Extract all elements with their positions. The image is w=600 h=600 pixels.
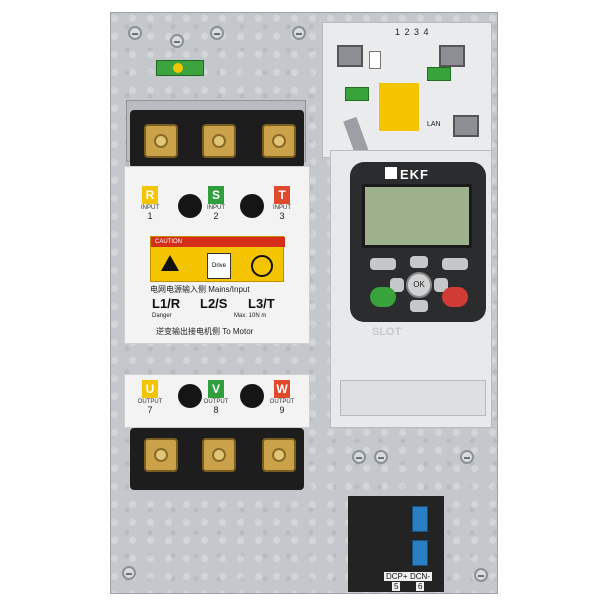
drive-box-label: Drive bbox=[207, 253, 231, 279]
motor-icon bbox=[251, 255, 273, 277]
dcp-number: 5 bbox=[392, 582, 401, 591]
lan-label: LAN bbox=[427, 121, 441, 128]
output-lug-v bbox=[202, 438, 236, 472]
cable-hole bbox=[240, 384, 264, 408]
caution-header: CAUTION bbox=[151, 237, 285, 247]
green-terminal[interactable] bbox=[427, 67, 451, 81]
output-lug-u bbox=[144, 438, 178, 472]
output-label: OUTPUT bbox=[203, 399, 229, 405]
green-terminal[interactable] bbox=[345, 87, 369, 101]
dc-minus-terminal[interactable] bbox=[412, 540, 428, 566]
warning-triangle-icon bbox=[161, 255, 179, 271]
mains-l3: L3/T bbox=[248, 296, 275, 311]
ground-icon bbox=[173, 63, 183, 73]
input-number: 1 bbox=[147, 211, 153, 221]
up-arrow-key[interactable] bbox=[410, 256, 428, 268]
mount-screw bbox=[460, 450, 474, 464]
control-board: 1 2 3 4 LAN bbox=[322, 22, 492, 158]
usb-port[interactable] bbox=[369, 51, 381, 69]
mount-screw bbox=[292, 26, 306, 40]
run-button[interactable] bbox=[370, 287, 396, 307]
dip-switch-labels: 1 2 3 4 bbox=[395, 27, 430, 37]
mount-screw bbox=[122, 566, 136, 580]
phase-tag-w: W bbox=[274, 380, 290, 398]
dcn-number: 6 bbox=[416, 582, 425, 591]
output-number: 8 bbox=[213, 405, 219, 415]
input-number: 3 bbox=[279, 211, 285, 221]
mount-screw bbox=[170, 34, 184, 48]
mains-title: 电网电源输入侧 Mains/Input bbox=[150, 285, 250, 294]
phase-tag-t: T bbox=[274, 186, 290, 204]
caution-sticker: CAUTION Drive bbox=[150, 236, 285, 282]
dc-plus-terminal[interactable] bbox=[412, 506, 428, 532]
phase-tag-s: S bbox=[208, 186, 224, 204]
phase-tag-v: V bbox=[208, 380, 224, 398]
left-arrow-key[interactable] bbox=[390, 278, 404, 292]
input-number: 2 bbox=[213, 211, 219, 221]
ekf-logo-icon bbox=[385, 167, 397, 179]
vent-grille bbox=[340, 380, 486, 416]
dcp-label: DCP+ bbox=[384, 572, 410, 581]
mains-l1: L1/R bbox=[152, 296, 181, 311]
output-label: OUTPUT bbox=[137, 399, 163, 405]
input-label: INPUT bbox=[141, 205, 159, 211]
cable-hole bbox=[240, 194, 264, 218]
mains-label-panel: 电网电源输入侧 Mains/Input L1/R L2/S L3/T Dange… bbox=[150, 284, 288, 340]
rj45-port[interactable] bbox=[337, 45, 363, 67]
motor-output-title: 逆变输出接电机侧 To Motor bbox=[156, 327, 254, 336]
torque-label: Max. 10N m bbox=[234, 313, 267, 319]
output-label: OUTPUT bbox=[269, 399, 295, 405]
mount-screw bbox=[210, 26, 224, 40]
mount-screw bbox=[352, 450, 366, 464]
left-soft-key[interactable] bbox=[370, 258, 396, 270]
input-label: INPUT bbox=[273, 205, 291, 211]
dcn-label: DCN- bbox=[408, 572, 432, 581]
down-arrow-key[interactable] bbox=[410, 300, 428, 312]
mount-screw bbox=[474, 568, 488, 582]
warning-label bbox=[379, 83, 419, 131]
danger-label: Danger bbox=[152, 313, 172, 319]
stop-button[interactable] bbox=[442, 287, 468, 307]
mount-screw bbox=[128, 26, 142, 40]
slot-label: SLOT bbox=[372, 326, 402, 338]
brand-logo-text: EKF bbox=[400, 167, 429, 182]
cable-hole bbox=[178, 384, 202, 408]
ok-button[interactable]: OK bbox=[406, 272, 432, 298]
output-number: 7 bbox=[147, 405, 153, 415]
lcd-display bbox=[362, 184, 472, 248]
rj45-port[interactable] bbox=[439, 45, 465, 67]
cable-hole bbox=[178, 194, 202, 218]
output-lug-w bbox=[262, 438, 296, 472]
right-soft-key[interactable] bbox=[442, 258, 468, 270]
phase-tag-r: R bbox=[142, 186, 158, 204]
input-lug-r bbox=[144, 124, 178, 158]
output-number: 9 bbox=[279, 405, 285, 415]
ground-label bbox=[156, 60, 204, 76]
mains-l2: L2/S bbox=[200, 296, 228, 311]
mount-screw bbox=[374, 450, 388, 464]
phase-tag-u: U bbox=[142, 380, 158, 398]
input-lug-t bbox=[262, 124, 296, 158]
input-lug-s bbox=[202, 124, 236, 158]
input-label: INPUT bbox=[207, 205, 225, 211]
rj45-port[interactable] bbox=[453, 115, 479, 137]
